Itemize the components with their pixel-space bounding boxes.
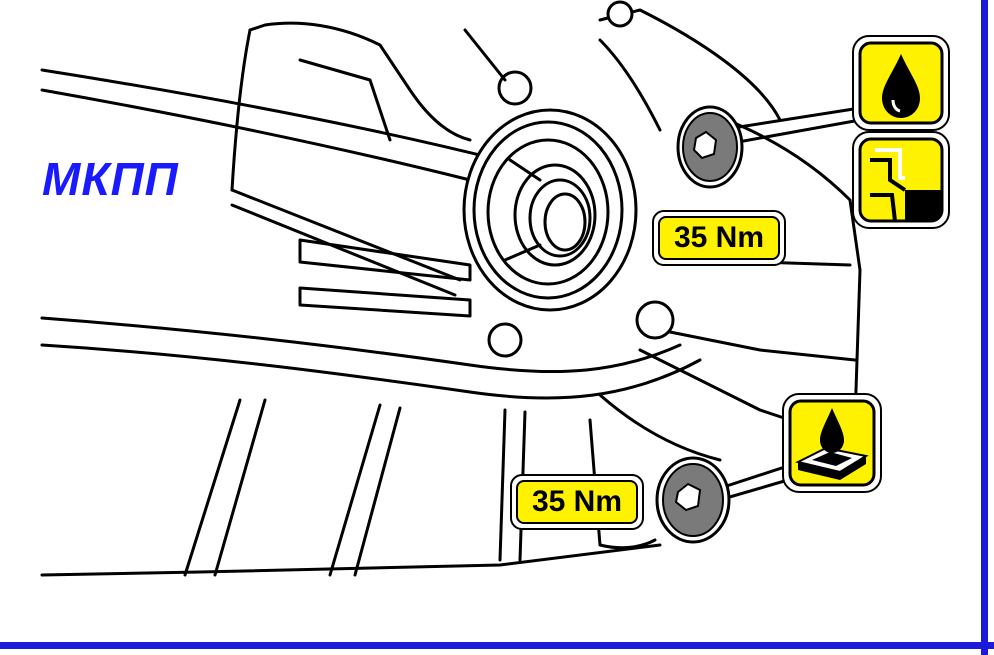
torque-badge-bottom: 35 Nm (510, 474, 644, 530)
frame-border-right (981, 0, 988, 655)
housing-base-line (40, 543, 662, 577)
transmission-label: МКПП (42, 153, 179, 205)
torque-value-bottom: 35 Nm (516, 480, 638, 524)
sealant-flange-icon (852, 131, 950, 229)
oil-surface-icon (782, 393, 882, 493)
housing-rib-3 (298, 286, 472, 318)
output-shaft-splines (513, 163, 597, 267)
housing-rear-block (248, 21, 472, 142)
housing-upper-beam (40, 68, 502, 162)
bottom-bolt (655, 456, 731, 544)
torque-badge-top: 35 Nm (652, 210, 786, 266)
housing-lower-beam (40, 316, 682, 374)
housing-rib-1 (230, 188, 462, 282)
housing-rib-2 (298, 238, 472, 282)
housing-right-structure (598, 8, 782, 122)
housing-bottom-ribs (183, 398, 242, 577)
oil-drop-icon (852, 35, 950, 131)
torque-value-top: 35 Nm (658, 216, 780, 260)
top-bolt (676, 105, 744, 189)
frame-border-bottom (0, 642, 994, 649)
